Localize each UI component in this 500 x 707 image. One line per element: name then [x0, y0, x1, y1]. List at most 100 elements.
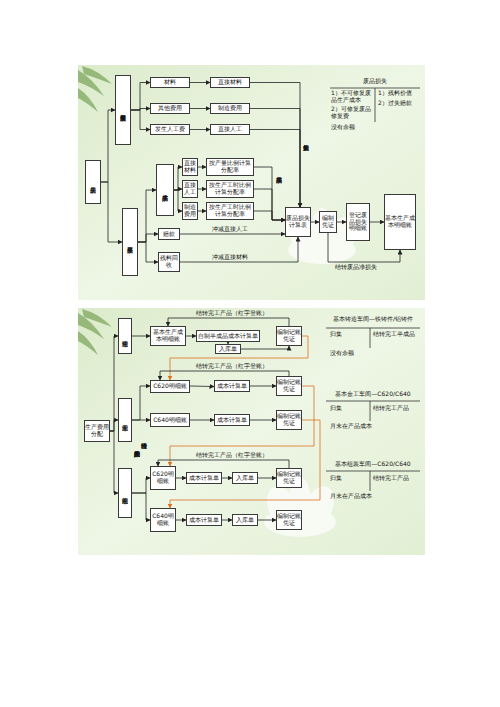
process-box: 按产量比例计算分配率 — [206, 158, 254, 176]
leaf — [82, 309, 112, 327]
connector — [254, 189, 285, 220]
connector — [138, 234, 158, 242]
note-label: 基本组装车间—C620/C640 — [326, 461, 420, 468]
t-account-line — [326, 471, 420, 472]
connector — [198, 211, 206, 212]
note-label: 没有余额 — [330, 350, 370, 357]
note-label: 基本金工车间—C620/C640 — [326, 391, 420, 398]
node-text: 编制凭证 — [320, 215, 336, 229]
connector — [250, 83, 300, 208]
connector — [158, 460, 289, 468]
connector — [186, 336, 196, 337]
process-box: 编制记账凭证 — [276, 376, 302, 396]
note-label: 月末在产品成本 — [330, 423, 374, 430]
edge-label: 冲减直接人工 — [212, 226, 248, 233]
t-account-line — [326, 328, 420, 329]
connector — [254, 167, 285, 220]
node-text: C640明细账 — [153, 417, 187, 424]
connector — [132, 386, 150, 420]
process-box: 编制记账凭证 — [276, 410, 302, 430]
note-label: 结转完工半成品 — [373, 331, 419, 338]
connector — [132, 336, 150, 337]
connector — [250, 386, 276, 387]
note-label: 没有余额 — [331, 124, 373, 131]
process-box: 直接人工 — [182, 180, 198, 198]
connector — [241, 346, 289, 349]
edge-label: 结转完工产品（红字登账） — [196, 310, 268, 317]
node-text: 制造费用 — [218, 105, 242, 112]
process-box: 直接人工 — [210, 124, 250, 135]
process-box: 制造费用 — [210, 103, 250, 114]
connector — [110, 420, 118, 431]
connector — [180, 237, 298, 262]
node-text: 自制半成品成本计算单 — [198, 333, 258, 340]
connector — [101, 110, 115, 182]
node-text: 成本计算单 — [189, 475, 219, 482]
note-label: 1）残料价值 — [378, 90, 420, 97]
node-text: C620明细账 — [153, 383, 187, 390]
connector — [131, 110, 150, 130]
connector — [190, 82, 210, 83]
vertical-box: 废品损失 — [85, 160, 101, 204]
edge-label: 结转完工产品（红字登账） — [196, 452, 268, 459]
note-label: 1）不可修复废品生产成本 — [331, 90, 373, 104]
process-box: 基本生产成本明细账 — [150, 326, 186, 346]
leaf — [78, 88, 98, 112]
node-text: 直接人工 — [218, 126, 242, 133]
note-label: 废品损失 — [355, 78, 395, 85]
node-text: 编制记账凭证 — [277, 379, 301, 393]
slide-background — [78, 65, 425, 300]
process-box: 编制记账凭证 — [276, 510, 302, 530]
connector — [250, 420, 276, 421]
process-box: 废品损失计算表 — [285, 207, 311, 237]
note-label: 2）过失赔款 — [378, 100, 420, 107]
connector — [110, 336, 118, 431]
node-text: 编制记账凭证 — [277, 513, 301, 527]
node-text: 基本生产成本明细账 — [385, 215, 415, 229]
connector — [132, 420, 150, 421]
node-text: 基本生产成本明细账 — [151, 329, 185, 343]
process-box: 编制记账凭证 — [276, 326, 302, 346]
t-account-line — [370, 471, 371, 491]
process-box: 入库单 — [215, 344, 241, 354]
t-account-line — [370, 328, 371, 348]
node-text: 其他费用 — [158, 105, 182, 112]
process-box: 直接材料 — [210, 77, 250, 88]
node-text: 成本计算单 — [217, 383, 247, 390]
note-label: 归集 — [330, 331, 368, 338]
vertical-box: 组装车间 — [118, 468, 132, 518]
process-box: 成本计算单 — [186, 472, 222, 484]
connector — [190, 108, 210, 109]
process-box: 自制半成品成本计算单 — [196, 330, 260, 342]
process-box: 登记废品损失明细账 — [346, 203, 370, 241]
node-text: 直接材料 — [218, 79, 242, 86]
process-box: 按生产工时比例计算分配率 — [206, 202, 254, 220]
note-label: 结转完工产品 — [373, 405, 419, 412]
connector — [250, 130, 300, 208]
process-box: 成本计算单 — [186, 514, 222, 526]
node-text: 赔款 — [163, 231, 175, 238]
note-label: 结转完工产品 — [373, 475, 419, 482]
note-label: 月末在产品成本 — [330, 493, 374, 500]
connector — [337, 222, 346, 223]
edge-label: 结转完工产品（红字登账） — [196, 363, 268, 370]
process-box: 发生人工费 — [150, 124, 190, 135]
lotus-decoration — [261, 208, 362, 537]
node-text: 入库单 — [236, 517, 254, 524]
connector — [180, 234, 285, 235]
process-box: 制造费用 — [182, 202, 198, 220]
process-box: 成本计算单 — [214, 414, 250, 426]
process-box: 基本生产成本明细账 — [384, 194, 416, 250]
connector — [198, 189, 206, 190]
node-text: C640明细账 — [151, 513, 175, 527]
node-text: 编制记账凭证 — [277, 329, 301, 343]
t-account-line — [375, 88, 376, 122]
connector — [222, 478, 232, 479]
connector — [110, 431, 118, 493]
node-text: 按生产工时比例计算分配率 — [207, 182, 253, 196]
node-text: 编制记账凭证 — [277, 413, 301, 427]
process-box: 赔款 — [158, 228, 180, 240]
